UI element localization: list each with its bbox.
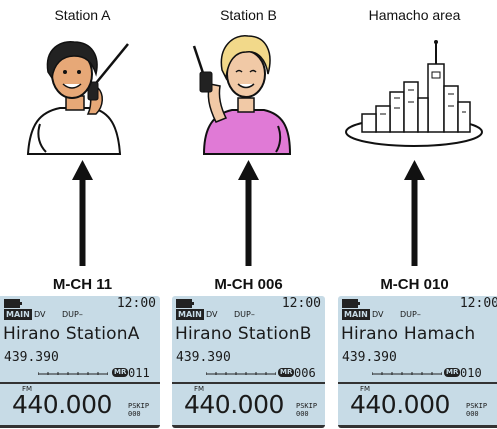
duplex-indicator: DUP– <box>400 310 421 319</box>
station-b-label: Station B <box>220 7 277 23</box>
clock: 12:00 <box>281 296 321 311</box>
hamacho-area-column: Hamacho area M-CH 010 12:00 MAIN <box>332 0 497 429</box>
radio-display-b: 12:00 MAIN DV DUP– Hirano StationB 439.3… <box>172 296 325 428</box>
woman-with-radio-illustration <box>192 35 292 155</box>
main-badge: MAIN <box>342 309 370 320</box>
station-a-column: Station A M-CH 11 12:00 MAIN DV <box>0 0 165 429</box>
main-badge: MAIN <box>176 309 204 320</box>
memory-mode-badge: MR <box>278 368 295 377</box>
fm-indicator: FM <box>360 385 371 393</box>
city-skyline-illustration <box>345 40 483 147</box>
s-meter-icon <box>372 372 442 375</box>
sub-frequency: 439.390 <box>4 350 59 365</box>
memory-name: Hirano StationA <box>3 324 140 344</box>
s-meter-icon <box>38 372 108 375</box>
station-a-label: Station A <box>54 7 111 23</box>
pskip-value: 000 <box>128 410 141 418</box>
memory-mode-badge: MR <box>112 368 129 377</box>
fm-indicator: FM <box>22 385 33 393</box>
battery-icon <box>342 299 360 308</box>
clock: 12:00 <box>116 296 156 311</box>
memory-channel-label-b: M-CH 006 <box>214 276 283 293</box>
mode-indicator: DV <box>372 310 384 319</box>
s-meter-icon <box>206 372 276 375</box>
pskip-label: PSKIP <box>128 402 150 410</box>
pskip-label: PSKIP <box>296 402 318 410</box>
memory-channel-number: 010 <box>460 366 482 380</box>
operating-frequency: 440.000 <box>184 390 284 419</box>
hamacho-area-label: Hamacho area <box>368 7 461 23</box>
memory-channel-label-a: M-CH 11 <box>52 276 113 293</box>
main-badge: MAIN <box>4 309 32 320</box>
pskip-value: 000 <box>296 410 309 418</box>
memory-mode-badge: MR <box>444 368 461 377</box>
mode-indicator: DV <box>206 310 218 319</box>
duplex-indicator: DUP– <box>62 310 83 319</box>
radio-display-a: 12:00 MAIN DV DUP– Hirano StationA 439.3… <box>0 296 160 428</box>
radio-display-c: 12:00 MAIN DV DUP– Hirano Hamach 439.390… <box>338 296 497 428</box>
memory-channel-number: 011 <box>128 366 150 380</box>
operating-frequency: 440.000 <box>12 390 112 419</box>
clock: 12:00 <box>459 296 497 311</box>
battery-icon <box>176 299 194 308</box>
memory-channel-label-c: M-CH 010 <box>380 276 449 293</box>
station-b-column: Station B M-CH 006 12:00 MAIN DV <box>166 0 331 429</box>
man-with-radio-illustration <box>26 40 129 155</box>
pskip-value: 000 <box>466 410 479 418</box>
mode-indicator: DV <box>34 310 46 319</box>
signal-arrow-up-icon <box>72 160 93 266</box>
memory-name: Hirano StationB <box>175 324 312 344</box>
memory-name: Hirano Hamach <box>341 324 476 344</box>
sub-frequency: 439.390 <box>342 350 397 365</box>
duplex-indicator: DUP– <box>234 310 255 319</box>
signal-arrow-up-icon <box>404 160 425 266</box>
signal-arrow-up-icon <box>238 160 259 266</box>
pskip-label: PSKIP <box>466 402 488 410</box>
sub-frequency: 439.390 <box>176 350 231 365</box>
battery-icon <box>4 299 22 308</box>
operating-frequency: 440.000 <box>350 390 450 419</box>
memory-channel-number: 006 <box>294 366 316 380</box>
fm-indicator: FM <box>194 385 205 393</box>
